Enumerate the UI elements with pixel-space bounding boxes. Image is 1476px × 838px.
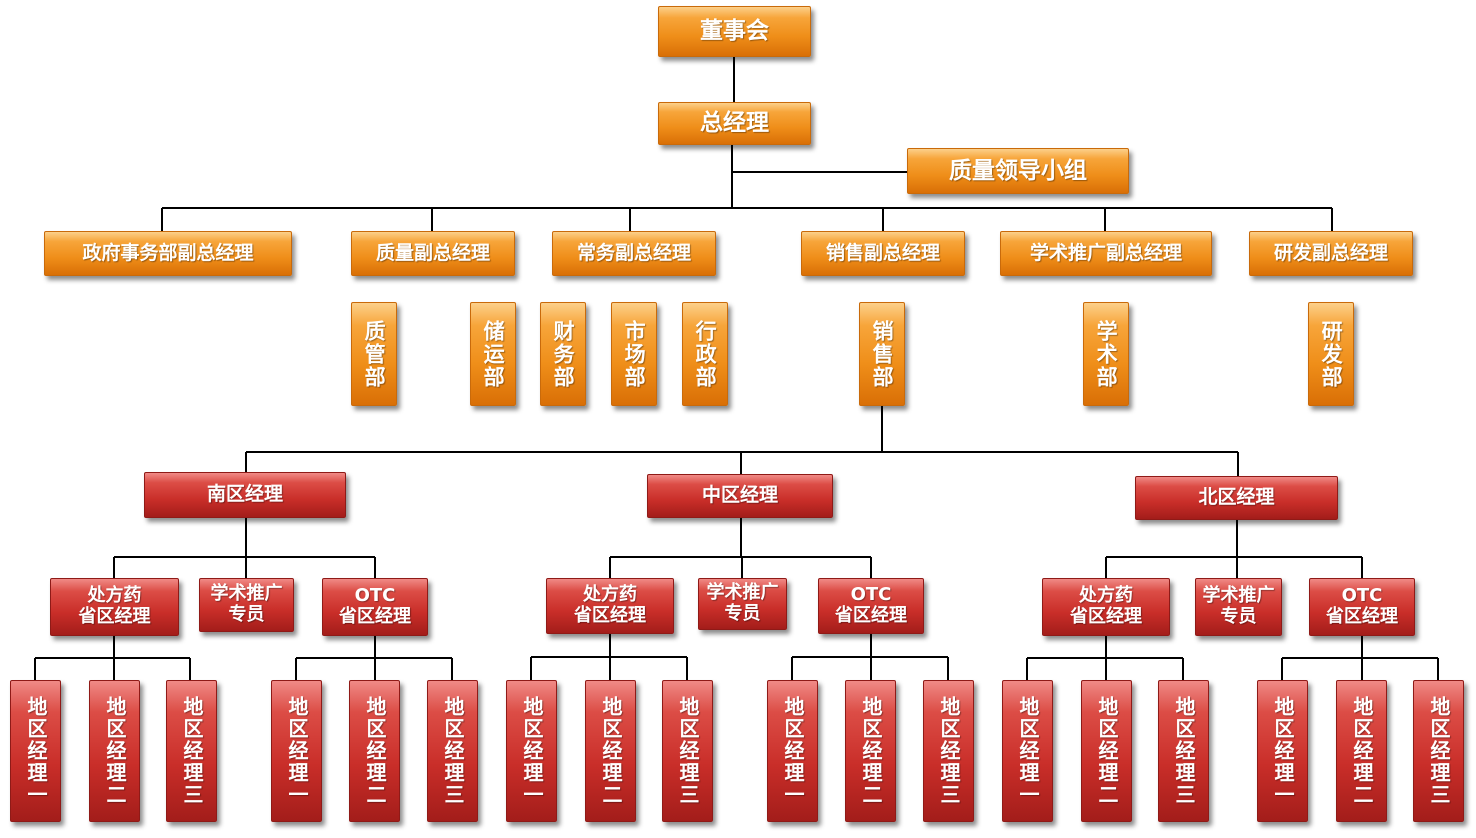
dept-academic-box: 学术部	[1083, 302, 1129, 406]
vp-government-affairs-box: 政府事务部副总经理	[44, 231, 292, 276]
central-rx-area-manager-3: 地区经理三	[662, 680, 713, 822]
rx-label-line1: 处方药	[87, 585, 142, 607]
south-rx-provincial-manager-box: 处方药 省区经理	[50, 578, 179, 636]
central-otc-provincial-manager-box: OTC 省区经理	[818, 578, 924, 634]
dept-rnd-box: 研发部	[1308, 302, 1354, 406]
dept-quality-management-box: 质管部	[351, 302, 397, 406]
north-otc-provincial-manager-box: OTC 省区经理	[1309, 578, 1415, 636]
quality-leadership-group-box: 质量领导小组	[907, 148, 1129, 194]
vp-rnd-box: 研发副总经理	[1249, 231, 1413, 276]
promo-label-line2: 专员	[1220, 606, 1257, 627]
north-otc-area-manager-2: 地区经理二	[1336, 680, 1387, 822]
south-academic-promoter-box: 学术推广 专员	[199, 578, 294, 632]
north-rx-area-manager-2: 地区经理二	[1081, 680, 1132, 822]
central-academic-promoter-box: 学术推广 专员	[698, 578, 787, 630]
central-otc-area-manager-3: 地区经理三	[923, 680, 974, 822]
dept-finance-box: 财务部	[540, 302, 586, 406]
dept-sales-box: 销售部	[859, 302, 905, 406]
otc-label-line2: 省区经理	[1326, 606, 1398, 627]
promo-label-line2: 专员	[724, 603, 761, 624]
vp-executive-box: 常务副总经理	[552, 231, 716, 276]
region-north-manager-box: 北区经理	[1135, 476, 1338, 520]
north-rx-area-manager-3: 地区经理三	[1158, 680, 1209, 822]
rx-label-line2: 省区经理	[574, 605, 646, 626]
dept-admin-box: 行政部	[682, 302, 728, 406]
north-otc-area-manager-1: 地区经理一	[1257, 680, 1308, 822]
otc-label-line2: 省区经理	[339, 606, 411, 627]
south-otc-provincial-manager-box: OTC 省区经理	[322, 578, 428, 636]
rx-label-line1: 处方药	[583, 584, 637, 606]
region-central-manager-box: 中区经理	[647, 474, 833, 518]
general-manager-box: 总经理	[658, 102, 811, 145]
otc-label-line1: OTC	[1341, 585, 1383, 607]
rx-label-line1: 处方药	[1079, 585, 1133, 607]
south-otc-area-manager-1: 地区经理一	[271, 680, 322, 822]
rx-label-line2: 省区经理	[1070, 606, 1142, 627]
rx-label-line2: 省区经理	[78, 606, 151, 627]
dept-market-box: 市场部	[611, 302, 657, 406]
vp-academic-promotion-box: 学术推广副总经理	[1000, 231, 1212, 276]
north-rx-area-manager-1: 地区经理一	[1002, 680, 1053, 822]
vp-quality-box: 质量副总经理	[351, 231, 515, 276]
otc-label-line2: 省区经理	[835, 605, 907, 626]
promo-label-line2: 专员	[228, 604, 265, 625]
central-otc-area-manager-1: 地区经理一	[767, 680, 818, 822]
south-rx-area-manager-2: 地区经理二	[89, 680, 140, 822]
promo-label-line1: 学术推广	[1202, 585, 1275, 607]
promo-label-line1: 学术推广	[210, 583, 283, 605]
board-box: 董事会	[658, 6, 811, 57]
central-otc-area-manager-2: 地区经理二	[845, 680, 896, 822]
dept-storage-transport-box: 储运部	[470, 302, 516, 406]
north-rx-provincial-manager-box: 处方药 省区经理	[1042, 578, 1170, 636]
south-rx-area-manager-3: 地区经理三	[166, 680, 217, 822]
vp-sales-box: 销售副总经理	[801, 231, 965, 276]
south-otc-area-manager-3: 地区经理三	[427, 680, 478, 822]
central-rx-provincial-manager-box: 处方药 省区经理	[546, 578, 674, 634]
north-academic-promoter-box: 学术推广 专员	[1195, 578, 1282, 636]
south-otc-area-manager-2: 地区经理二	[349, 680, 400, 822]
central-rx-area-manager-2: 地区经理二	[585, 680, 636, 822]
otc-label-line1: OTC	[354, 585, 396, 607]
region-south-manager-box: 南区经理	[144, 472, 346, 518]
central-rx-area-manager-1: 地区经理一	[506, 680, 557, 822]
otc-label-line1: OTC	[850, 584, 892, 606]
north-otc-area-manager-3: 地区经理三	[1413, 680, 1464, 822]
south-rx-area-manager-1: 地区经理一	[10, 680, 61, 822]
promo-label-line1: 学术推广	[706, 582, 779, 604]
